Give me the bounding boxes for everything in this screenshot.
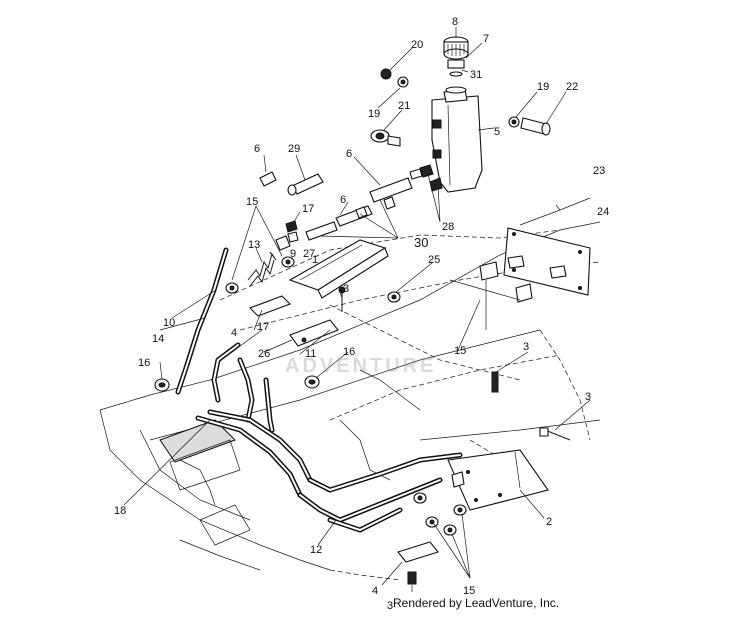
callout-12: 12 bbox=[310, 544, 322, 556]
callout-3-mid: 3 bbox=[523, 341, 529, 353]
callout-14: 14 bbox=[152, 333, 164, 345]
bracket-4 bbox=[249, 295, 291, 317]
callout-15-upper: 15 bbox=[246, 196, 258, 208]
callout-21: 21 bbox=[398, 100, 410, 112]
callout-30: 30 bbox=[414, 235, 428, 250]
bracket-plate-2 bbox=[447, 449, 549, 511]
callout-3-right: 3 bbox=[585, 391, 591, 403]
callout-9: 9 bbox=[290, 248, 296, 260]
callout-5: 5 bbox=[494, 126, 500, 138]
callout-29: 29 bbox=[288, 143, 300, 155]
callout-6-a: 6 bbox=[254, 143, 260, 155]
washer-set-left bbox=[380, 68, 409, 88]
watermark-text: ADVENTURE bbox=[285, 355, 437, 377]
footer-credit: Rendered by LeadVenture, Inc. bbox=[393, 596, 560, 610]
callout-19-right: 19 bbox=[537, 81, 549, 93]
filler-cap bbox=[443, 36, 469, 77]
stud-3-right bbox=[491, 371, 571, 441]
callout-10: 10 bbox=[163, 317, 175, 329]
spring-13 bbox=[247, 251, 277, 287]
callout-4-top: 4 bbox=[231, 327, 237, 339]
callout-16-left: 16 bbox=[138, 357, 150, 369]
callout-18: 18 bbox=[114, 505, 126, 517]
callout-23: 23 bbox=[593, 165, 605, 177]
callout-22: 22 bbox=[566, 81, 578, 93]
hose-clamps-upper bbox=[225, 235, 295, 294]
callout-6-b: 6 bbox=[346, 148, 352, 160]
coolant-hoses bbox=[175, 247, 463, 533]
clamp-25 bbox=[387, 291, 401, 303]
callout-26: 26 bbox=[258, 348, 270, 360]
callout-15-bottom: 15 bbox=[463, 585, 475, 597]
callout-16-right: 16 bbox=[343, 346, 355, 358]
callout-24: 24 bbox=[597, 206, 609, 218]
bracket-plate-24 bbox=[479, 227, 591, 303]
bracket-1 bbox=[288, 239, 389, 299]
callout-4-bottom: 4 bbox=[372, 585, 378, 597]
callout-2: 2 bbox=[546, 516, 552, 528]
callout-15-mid: 15 bbox=[454, 345, 466, 357]
callout-17-mid: 17 bbox=[257, 321, 269, 333]
callout-1: 1 bbox=[312, 254, 318, 266]
callout-27: 27 bbox=[303, 248, 315, 260]
callout-labels: 8 7 20 31 19 19 22 21 5 6 29 6 6 23 28 2… bbox=[114, 16, 609, 612]
callout-8: 8 bbox=[452, 16, 458, 28]
callout-7: 7 bbox=[483, 33, 489, 45]
callout-19-left: 19 bbox=[368, 108, 380, 120]
clamps-15-bottom bbox=[413, 492, 467, 536]
callout-3-bottom: 3 bbox=[387, 600, 393, 612]
mount-plate-26 bbox=[289, 286, 346, 347]
clamps-16 bbox=[154, 375, 320, 392]
callout-31: 31 bbox=[470, 69, 482, 81]
upper-hoses bbox=[259, 171, 413, 243]
bracket-4-bottom bbox=[397, 541, 439, 585]
callout-20: 20 bbox=[411, 39, 423, 51]
callout-28: 28 bbox=[442, 221, 454, 233]
hose-15-mid bbox=[449, 279, 521, 330]
callout-3-top: 3 bbox=[343, 283, 349, 295]
bottle-fittings bbox=[409, 164, 443, 192]
bolt-right bbox=[508, 116, 551, 136]
hose-clamp-21 bbox=[370, 129, 401, 147]
leader-lines bbox=[123, 27, 591, 592]
cable-23 bbox=[519, 197, 591, 226]
callout-13: 13 bbox=[248, 239, 260, 251]
callout-25: 25 bbox=[428, 254, 440, 266]
callout-11: 11 bbox=[305, 348, 316, 360]
callout-6-c: 6 bbox=[340, 194, 346, 206]
coolant-reservoir bbox=[431, 86, 483, 193]
callout-17-upper: 17 bbox=[302, 203, 314, 215]
